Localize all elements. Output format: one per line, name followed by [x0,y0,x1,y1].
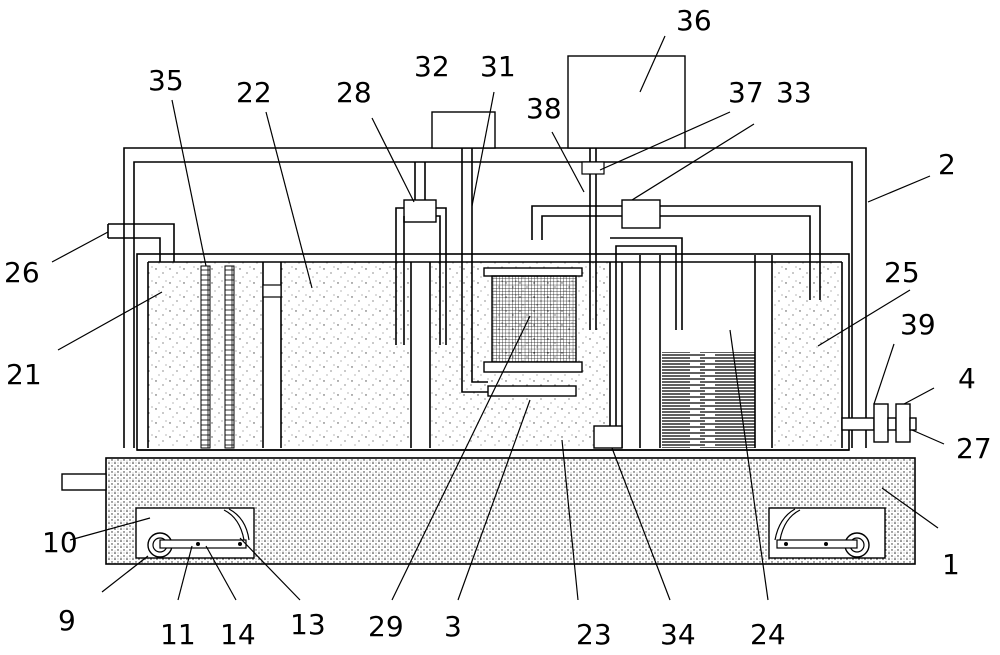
label-24: 24 [750,618,786,651]
label-35: 35 [148,64,184,97]
pump-33 [531,199,821,300]
inlet-pipe [107,223,175,262]
label-31: 31 [480,50,516,83]
siphon-34 [593,237,683,449]
tank [136,253,850,451]
label-28: 28 [336,76,372,109]
label-38: 38 [526,92,562,125]
label-2: 2 [938,148,956,181]
label-13: 13 [290,608,326,641]
label-22: 22 [236,76,272,109]
label-36: 36 [676,4,712,37]
left-wheel-assembly [135,507,255,559]
label-10: 10 [42,526,78,559]
label-9: 9 [58,604,76,637]
label-25: 25 [884,256,920,289]
filter-cartridge [483,267,583,397]
filter-plate-b [224,265,235,449]
filter-plate-a [200,265,211,449]
pump-28 [395,162,447,345]
outlet-valve [841,403,917,443]
outlet-pipe [61,473,107,491]
pump-36 [567,55,686,330]
label-1: 1 [942,548,960,581]
label-29: 29 [368,610,404,643]
label-14: 14 [220,618,256,651]
label-4: 4 [958,362,976,395]
label-27: 27 [956,432,992,465]
label-11: 11 [160,618,196,651]
filter-media [662,352,755,448]
label-26: 26 [4,256,40,289]
leader-lines [51,35,945,601]
label-33: 33 [776,76,812,109]
part-labels: 35 22 28 32 31 38 36 37 33 2 26 21 25 39… [4,4,992,651]
label-23: 23 [576,618,612,651]
label-37: 37 [728,76,764,109]
label-3: 3 [444,610,462,643]
right-wheel-assembly [768,507,886,559]
label-32: 32 [414,50,450,83]
label-34: 34 [660,618,696,651]
label-39: 39 [900,308,936,341]
label-21: 21 [6,358,42,391]
